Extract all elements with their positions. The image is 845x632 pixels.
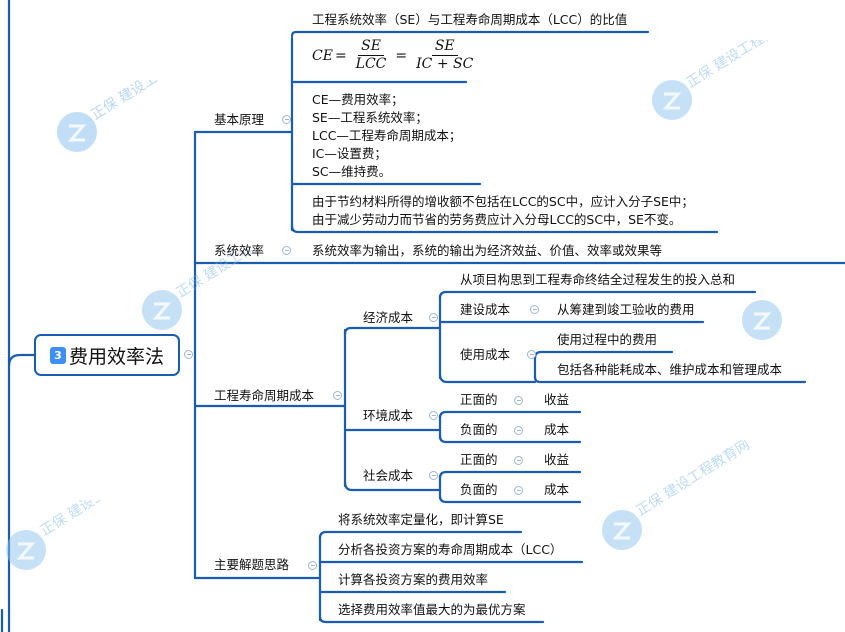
topic-lcc[interactable]: 工程寿命周期成本: [214, 388, 315, 403]
denominator: LCC: [355, 56, 387, 72]
topic-construction-cost[interactable]: 建设成本: [460, 302, 511, 317]
topic-social-positive-value[interactable]: 收益: [544, 452, 570, 467]
symbol-line: SC—维持费。: [312, 164, 392, 179]
collapse-icon[interactable]: [429, 411, 438, 420]
numerator: SE: [358, 38, 384, 56]
formula-equals: =: [334, 47, 347, 64]
topic-social-positive[interactable]: 正面的: [460, 452, 498, 467]
collapse-icon[interactable]: [333, 391, 342, 400]
topic-symbols[interactable]: CE—费用效率； SE—工程系统效率； LCC—工程寿命周期成本； IC—设置费…: [312, 91, 461, 181]
topic-env-negative-value[interactable]: 成本: [544, 422, 570, 437]
collapse-icon[interactable]: [514, 396, 523, 405]
collapse-icon[interactable]: [308, 561, 317, 570]
collapse-icon[interactable]: [530, 305, 539, 314]
collapse-icon[interactable]: [429, 471, 438, 480]
note-line: 由于节约材料所得的增收额不包括在LCC的SC中，应计入分子SE中；: [312, 194, 694, 209]
topic-env-positive[interactable]: 正面的: [460, 392, 498, 407]
topic-social-negative-value[interactable]: 成本: [544, 482, 570, 497]
topic-definition[interactable]: 工程系统效率（SE）与工程寿命周期成本（LCC）的比值: [312, 12, 628, 27]
topic-environmental-cost[interactable]: 环境成本: [363, 408, 414, 423]
topic-construction-cost-text[interactable]: 从筹建到竣工验收的费用: [557, 302, 695, 317]
topic-env-negative[interactable]: 负面的: [460, 422, 498, 437]
topic-economic-cost[interactable]: 经济成本: [363, 310, 414, 325]
symbol-line: IC—设置费；: [312, 146, 387, 161]
topic-system-efficiency[interactable]: 系统效率: [214, 243, 265, 258]
collapse-icon[interactable]: [514, 456, 523, 465]
collapse-icon[interactable]: [514, 486, 523, 495]
topic-social-negative[interactable]: 负面的: [460, 482, 498, 497]
collapse-icon[interactable]: [429, 313, 438, 322]
topic-approach-step[interactable]: 选择费用效率值最大的为最优方案: [338, 602, 526, 617]
topic-formula[interactable]: CE = SE LCC = SE IC + SC: [312, 38, 480, 73]
priority-badge: 3: [50, 346, 66, 364]
central-topic[interactable]: 3 费用效率法: [34, 334, 180, 376]
topic-usage-item[interactable]: 包括各种能耗成本、维护成本和管理成本: [557, 362, 783, 377]
numerator: SE: [431, 38, 458, 56]
topic-notes[interactable]: 由于节约材料所得的增收额不包括在LCC的SC中，应计入分子SE中； 由于减少劳动…: [312, 193, 694, 229]
symbol-line: CE—费用效率；: [312, 92, 404, 107]
symbol-line: LCC—工程寿命周期成本；: [312, 128, 462, 143]
symbol-line: SE—工程系统效率；: [312, 110, 428, 125]
topic-basic-principle[interactable]: 基本原理: [214, 112, 265, 127]
topic-approach[interactable]: 主要解题思路: [214, 557, 290, 572]
topic-approach-step[interactable]: 计算各投资方案的费用效率: [338, 572, 489, 587]
note-line: 由于减少劳动力而节省的劳务费应计入分母LCC的SC中，SE不变。: [312, 212, 682, 227]
topic-approach-step[interactable]: 分析各投资方案的寿命周期成本（LCC）: [338, 542, 563, 557]
collapse-icon[interactable]: [282, 115, 291, 124]
topic-economic-definition[interactable]: 从项目构思到工程寿命终结全过程发生的投入总和: [460, 272, 736, 287]
collapse-icon[interactable]: [184, 350, 193, 359]
formula-equals: =: [395, 47, 408, 64]
topic-approach-step[interactable]: 将系统效率定量化，即计算SE: [338, 512, 504, 527]
topic-usage-item[interactable]: 使用过程中的费用: [557, 332, 658, 347]
topic-system-efficiency-text[interactable]: 系统效率为输出，系统的输出为经济效益、价值、效率或效果等: [312, 243, 663, 258]
topic-usage-cost[interactable]: 使用成本: [460, 347, 511, 362]
formula-lhs: CE: [312, 47, 333, 64]
formula-fraction-2: SE IC + SC: [413, 38, 476, 73]
topic-env-positive-value[interactable]: 收益: [544, 392, 570, 407]
collapse-icon[interactable]: [282, 246, 291, 255]
central-topic-title: 费用效率法: [69, 345, 165, 368]
topic-social-cost[interactable]: 社会成本: [363, 468, 414, 483]
collapse-icon[interactable]: [514, 426, 523, 435]
collapse-icon[interactable]: [527, 350, 536, 359]
formula-fraction-1: SE LCC: [353, 38, 390, 73]
denominator: IC + SC: [416, 56, 474, 72]
